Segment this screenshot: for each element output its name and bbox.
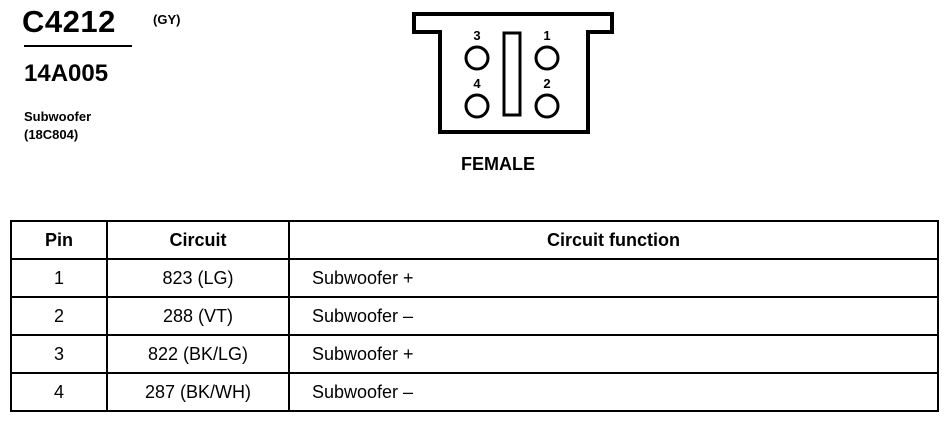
cavity-label-1: 1 — [543, 28, 550, 43]
circuit-cell: 288 (VT) — [106, 296, 290, 336]
table-row: 3 822 (BK/LG) Subwoofer + — [10, 334, 939, 374]
connector-housing-outline — [412, 12, 614, 134]
cavity-4 — [464, 93, 490, 119]
function-cell: Subwoofer – — [288, 372, 939, 412]
circuit-cell: 823 (LG) — [106, 258, 290, 298]
description-code: (18C804) — [24, 127, 79, 142]
pin-cell: 4 — [10, 372, 108, 412]
connector-description: Subwoofer (18C804) — [24, 108, 91, 144]
header-circuit-function: Circuit function — [288, 220, 939, 260]
part-number: 14A005 — [24, 60, 109, 87]
table-row: 2 288 (VT) Subwoofer – — [10, 296, 939, 336]
cavity-label-2: 2 — [543, 76, 550, 91]
table-row: 4 287 (BK/WH) Subwoofer – — [10, 372, 939, 412]
table-header-row: Pin Circuit Circuit function — [10, 220, 939, 260]
connector-gender: FEMALE — [461, 154, 535, 174]
header-circuit: Circuit — [106, 220, 290, 260]
function-cell: Subwoofer + — [288, 334, 939, 374]
connector-face-diagram: 3 1 4 2 — [412, 12, 614, 134]
circuit-cell: 287 (BK/WH) — [106, 372, 290, 412]
cavity-2 — [534, 93, 560, 119]
pin-cell: 2 — [10, 296, 108, 336]
function-cell: Subwoofer – — [288, 296, 939, 336]
pin-table: Pin Circuit Circuit function 1 823 (LG) … — [10, 220, 939, 412]
description-name: Subwoofer — [24, 109, 92, 124]
circuit-cell: 822 (BK/LG) — [106, 334, 290, 374]
cavity-label-3: 3 — [473, 28, 480, 43]
table-row: 1 823 (LG) Subwoofer + — [10, 258, 939, 298]
connector-id: C4212 — [22, 4, 116, 39]
pin-cell: 1 — [10, 258, 108, 298]
connector-color: (GY) — [153, 12, 181, 27]
header-pin: Pin — [10, 220, 108, 260]
cavity-1 — [534, 45, 560, 71]
cavity-3 — [464, 45, 490, 71]
center-key — [502, 31, 522, 117]
function-cell: Subwoofer + — [288, 258, 939, 298]
title-underline — [24, 45, 132, 47]
pin-cell: 3 — [10, 334, 108, 374]
cavity-label-4: 4 — [473, 76, 481, 91]
